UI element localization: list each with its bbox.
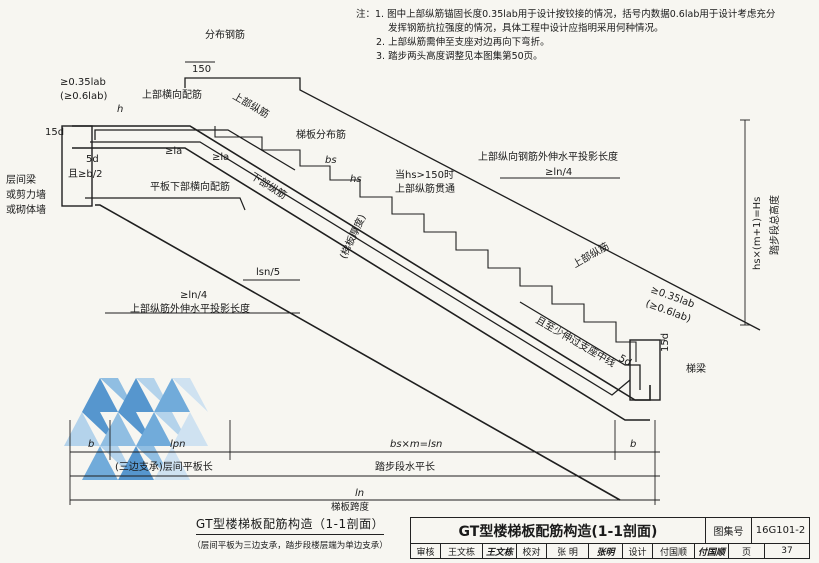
upper-long-bar-right [519,301,641,390]
lower-long-bar [90,141,631,396]
page-label: 页 [729,544,765,558]
label-span: 梯板跨度 [331,501,370,513]
label-lower-trans: 平板下部横向配筋 [150,180,230,193]
upper-long-bar [94,129,296,171]
designer-signature: 付国顺 [695,544,729,558]
label-beam-2: 或剪力墙 [6,188,46,201]
label-ln: ln [355,488,364,499]
checker-signature: 张明 [589,544,623,558]
label-anchor-1: ≥0.35lab [60,77,106,88]
note-2: 2. 上部纵筋需伸至支座对边再向下弯折。 [376,37,550,48]
label-upper-long: 上部纵筋 [231,89,272,120]
label-slab-dist: 梯板分布筋 [296,128,346,141]
label-r-15d: 15d [660,333,671,352]
left-support [61,125,93,207]
caption-subtitle: （层间平板为三边支承，踏步段楼层端为单边支承） [192,541,388,551]
note-1: 1. 图中上部纵筋锚固长度0.35lab用于设计按铰接的情况，括号内数据0.6l… [375,9,776,20]
stair-steps [214,126,637,362]
notes: 注：1. 图中上部纵筋锚固长度0.35lab用于设计按铰接的情况，括号内数据0.… [356,8,806,64]
label-dist-bar: 分布钢筋 [205,28,245,41]
label-proj-right: 上部纵向钢筋外伸水平投影长度 [478,150,618,163]
label-beam-3: 或砌体墙 [6,203,46,216]
label-dim-150: 150 [192,64,211,75]
right-support [629,339,661,401]
label-lpn: lpn [170,439,185,450]
label-ln4-left: ≥ln/4 [180,290,207,301]
label-hs150-1: 当hs>150时 [395,168,454,181]
note-3: 3. 踏步两头高度调整见本图集第50页。 [376,51,543,62]
signature-row: 审核 王文栋 王文栋 校对 张 明 张明 设计 付国顺 付国顺 页 37 [411,544,809,558]
label-hs150-2: 上部纵筋贯通 [395,182,455,195]
label-upper-long-right: 上部纵筋 [570,239,611,270]
design-label: 设计 [623,544,653,558]
label-bs: bs [325,155,337,166]
check-label: 校对 [517,544,547,558]
title-block: GT型楼梯板配筋构造(1-1剖面) 图集号 16G101-2 审核 王文栋 王文… [410,517,810,559]
label-proj-left: 上部纵筋外伸水平投影长度 [130,302,250,315]
label-b-left: b [88,439,94,450]
notes-prefix: 注： [356,9,376,20]
label-platform: (三边支承)层间平板长 [115,460,213,473]
review-label: 审核 [411,544,441,558]
label-15d: 15d [45,127,64,138]
atlas-label: 图集号 [706,518,752,544]
page-number: 37 [781,546,793,556]
lower-trans-bar [85,197,246,211]
label-h: h [117,104,123,115]
checker-name: 张 明 [547,544,589,558]
label-5d: 5d [86,154,99,165]
drawing-caption: GT型楼梯板配筋构造（1-1剖面） （层间平板为三边支承，踏步段楼层端为单边支承… [175,513,405,551]
watermark-logo [64,378,208,480]
caption-title: GT型楼梯板配筋构造（1-1剖面） [195,515,385,535]
label-height-sub: 踏步段总高度 [768,195,781,255]
label-beam-1: 层间梁 [6,173,36,186]
note-1-cont: 发挥钢筋抗拉强度的情况，具体工程中设计应指明采用何种情况。 [388,23,664,34]
label-anchor-2: (≥0.6lab) [60,91,107,102]
label-step-len: 踏步段水平长 [375,460,435,473]
label-b2: 且≥b/2 [68,168,102,180]
atlas-number: 16G101-2 [752,518,809,544]
label-ln5: lsn/5 [256,267,280,278]
label-upper-trans: 上部横向配筋 [142,88,202,101]
upper-distribution [184,77,761,331]
label-ln4-right: ≥ln/4 [545,167,572,178]
title-block-title: GT型楼梯板配筋构造(1-1剖面) [411,518,706,544]
label-height-total: hs×(m+1)=Hs [752,197,763,270]
label-bsm: bs×m=lsn [390,439,442,450]
label-hs: hs [350,174,362,185]
designer-name: 付国顺 [653,544,695,558]
label-la1: ≥la [165,146,182,157]
label-stair-beam: 梯梁 [686,362,706,375]
label-b-right: b [630,439,636,450]
reviewer-name: 王文栋 [441,544,483,558]
reviewer-signature: 王文栋 [483,544,517,558]
dimension-lines [69,61,750,505]
label-la2: ≥la [212,152,229,163]
